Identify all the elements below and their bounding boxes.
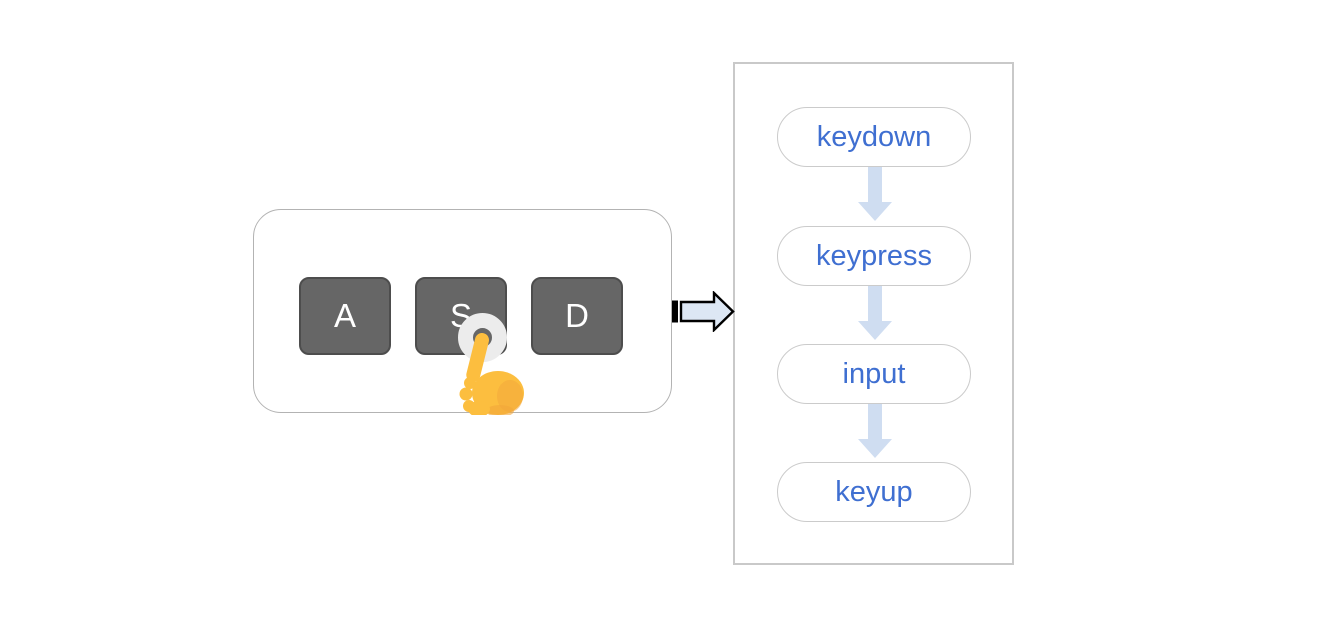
event-pill-keyup: keyup [777, 462, 971, 522]
down-arrow-icon [858, 167, 892, 221]
pointing-hand-icon [459, 333, 524, 415]
down-arrow-icon [858, 286, 892, 340]
event-pill-input: input [777, 344, 971, 404]
event-pill-keydown: keydown [777, 107, 971, 167]
right-block-arrow-icon [672, 291, 735, 332]
key-d: D [531, 277, 623, 355]
key-a: A [299, 277, 391, 355]
event-pill-keypress: keypress [777, 226, 971, 286]
down-arrow-icon [858, 404, 892, 458]
